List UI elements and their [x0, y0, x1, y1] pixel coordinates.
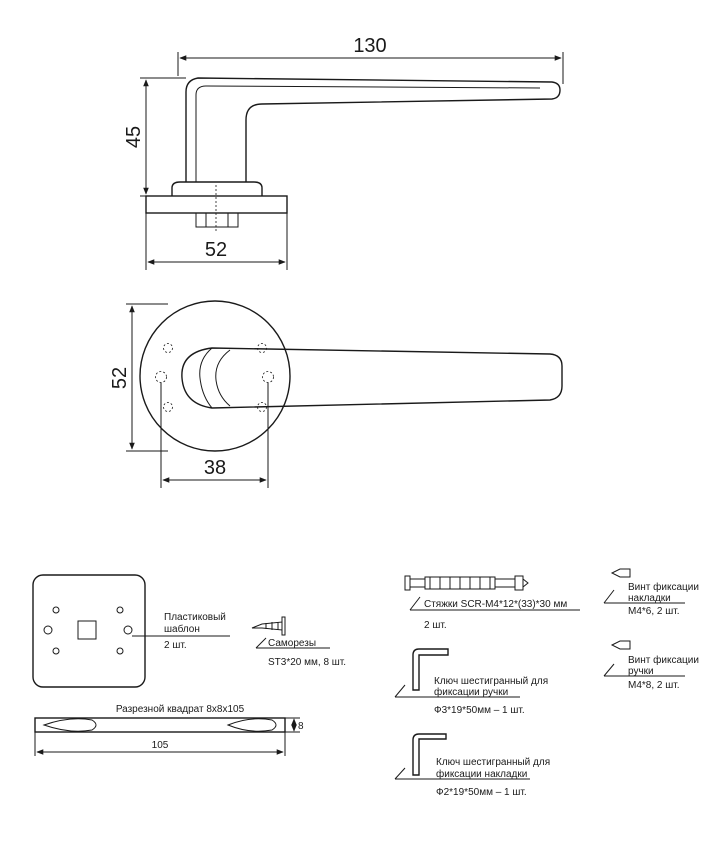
- key2-label: Ключ шестигранный для: [436, 757, 550, 768]
- screw1-spec: M4*6, 2 шт.: [628, 606, 680, 617]
- tie-head: [514, 575, 524, 591]
- plastic-template: Пластиковый шаблон 2 шт.: [32, 574, 230, 688]
- ties-label: Стяжки SCR-M4*12*(33)*30 мм: [424, 599, 567, 610]
- dim-8-label: 8: [298, 721, 304, 732]
- set-screw-rosette: Винт фиксации накладки M4*6, 2 шт.: [603, 568, 699, 617]
- hex-key-shape: [412, 648, 449, 691]
- screw2-label: ручки: [628, 666, 654, 677]
- leader-line: [603, 589, 615, 604]
- dim-52-label: 52: [205, 239, 227, 261]
- dim-105-label: 105: [152, 740, 169, 751]
- template-qty: 2 шт.: [164, 640, 187, 651]
- template-label: Пластиковый: [164, 612, 226, 623]
- dim-45-label: 45: [123, 126, 145, 148]
- screw2-spec: M4*8, 2 шт.: [628, 680, 680, 691]
- key2-label: фиксации накладки: [436, 768, 527, 780]
- dim-52-top-label: 52: [109, 367, 131, 389]
- square-bar: [34, 717, 286, 733]
- template-hole: [123, 625, 133, 635]
- template-hole: [52, 647, 60, 655]
- screw1-label: Винт фиксации: [628, 581, 699, 593]
- lever-top-contour: [215, 349, 231, 407]
- square-spring: [226, 718, 277, 732]
- tie-neck: [494, 578, 516, 588]
- spindle-inner: [205, 212, 229, 228]
- tie-neck: [409, 578, 426, 588]
- ties-qty: 2 шт.: [424, 620, 447, 631]
- leader-line: [603, 663, 615, 677]
- mount-hole: [262, 371, 274, 383]
- screw1-label: накладки: [628, 593, 671, 604]
- screws-spec: ST3*20 мм, 8 шт.: [268, 657, 346, 668]
- leader-line: [409, 596, 421, 611]
- mount-hole: [257, 343, 267, 353]
- rosette-circle: [139, 300, 291, 452]
- tie-bolt: Стяжки SCR-M4*12*(33)*30 мм 2 шт.: [404, 575, 580, 631]
- dim-38-label: 38: [204, 457, 226, 479]
- handle-lever-contour: [195, 85, 541, 182]
- square-spring: [42, 718, 97, 732]
- handle-lever-outline: [185, 77, 561, 182]
- rosette-base: [145, 195, 288, 214]
- set-screw-shape: [610, 568, 631, 578]
- key1-label: фиксации ручки: [434, 686, 508, 698]
- screw2-label: Винт фиксации: [628, 654, 699, 666]
- key1-spec: Ф3*19*50мм – 1 шт.: [434, 705, 525, 716]
- key2-spec: Ф2*19*50мм – 1 шт.: [436, 787, 527, 798]
- set-screw-handle: Винт фиксации ручки M4*8, 2 шт.: [603, 640, 699, 691]
- split-square: Разрезной квадрат 8х8х105 105 8: [34, 704, 304, 756]
- leader-line: [255, 637, 267, 649]
- template-hole: [116, 606, 124, 614]
- tie-tip: [522, 578, 529, 588]
- hex-key-rosette: Ключ шестигранный для фиксации накладки …: [394, 733, 550, 798]
- template-hole: [116, 647, 124, 655]
- self-tapping-screw: Саморезы ST3*20 мм, 8 шт.: [251, 616, 346, 668]
- template-label: шаблон: [164, 623, 200, 635]
- dim-130-label: 130: [353, 35, 386, 57]
- hex-key-handle: Ключ шестигранный для фиксации ручки Ф3*…: [394, 648, 548, 716]
- template-hole: [43, 625, 53, 635]
- screws-label: Саморезы: [268, 638, 316, 649]
- handle-side-view: 130 45 52: [123, 35, 564, 270]
- mount-hole: [163, 402, 173, 412]
- key1-label: Ключ шестигранный для: [434, 676, 548, 687]
- handle-collar: [171, 181, 263, 196]
- hex-key-shape: [412, 733, 447, 776]
- lever-top-contour: [199, 347, 213, 409]
- set-screw-shape: [610, 640, 631, 650]
- square-label: Разрезной квадрат 8х8х105: [116, 704, 245, 715]
- mount-hole: [155, 371, 167, 383]
- leader-line: [394, 684, 406, 698]
- template-square-hole: [77, 620, 97, 640]
- handle-top-view: 52 38: [109, 300, 563, 488]
- spindle-block: [195, 212, 239, 228]
- leader-line: [394, 767, 406, 780]
- template-plate: [32, 574, 146, 688]
- mount-hole: [163, 343, 173, 353]
- tie-head: [404, 575, 411, 591]
- screw-head: [281, 616, 286, 636]
- lever-top-outline: [181, 347, 563, 409]
- template-hole: [52, 606, 60, 614]
